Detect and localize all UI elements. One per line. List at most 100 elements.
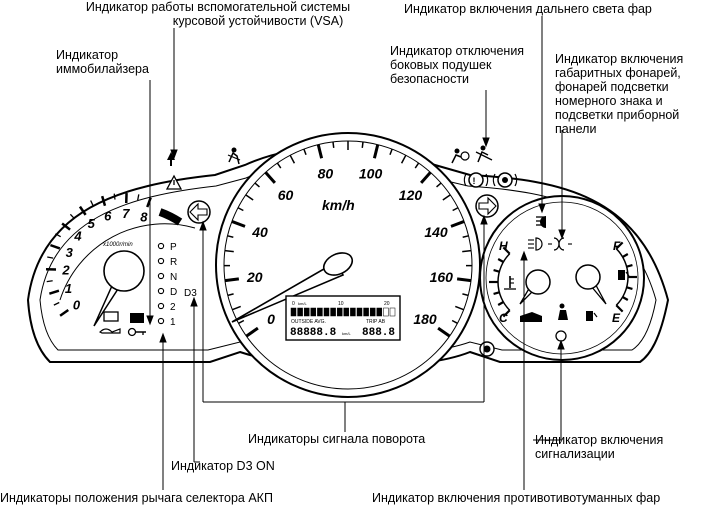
leader-lines bbox=[146, 16, 566, 490]
label-parking-lights-line6: панели bbox=[555, 122, 597, 136]
temp-gauge-tick bbox=[502, 246, 511, 255]
tachometer-tick bbox=[78, 205, 87, 216]
tachometer-tick bbox=[61, 222, 71, 231]
tachometer-hub bbox=[103, 250, 145, 292]
display-bar-segment bbox=[290, 307, 297, 317]
speedometer-tick bbox=[231, 220, 246, 228]
display-bar-segment bbox=[383, 307, 389, 317]
display-scale-0: 0 bbox=[292, 301, 295, 307]
parking-light-icon bbox=[548, 237, 572, 251]
speedometer-tick-label: 160 bbox=[430, 269, 454, 285]
tachometer-tick bbox=[69, 213, 75, 220]
fuel-gauge-arc bbox=[615, 248, 629, 306]
tachometer-tick-label: 6 bbox=[104, 208, 112, 223]
fuel-gauge-tick bbox=[615, 304, 624, 313]
temp-gauge-tick bbox=[493, 269, 500, 273]
speedometer-tick bbox=[227, 293, 234, 297]
gear-position-letter: 1 bbox=[170, 317, 176, 328]
fuel-gauge-full: F bbox=[613, 239, 621, 253]
multi-display: 0 km/L 10 20 OUTSIDE AVG. TRIP AB 88888.… bbox=[285, 295, 401, 341]
speedometer-tick bbox=[276, 162, 282, 169]
gear-d3-text: D3 bbox=[184, 288, 197, 299]
temp-gauge-arc bbox=[497, 253, 511, 311]
label-parking-lights-line1: Индикатор включения bbox=[555, 52, 684, 66]
temp-fuel-gauge: H C F E bbox=[479, 195, 645, 361]
label-immobilizer-line2: иммобилайзера bbox=[56, 62, 149, 76]
label-parking-lights-line4: номерного знака и bbox=[555, 94, 663, 108]
display-trip-label: TRIP AB bbox=[366, 319, 386, 325]
label-fog-lights: Индикатор включения противотивотуманных … bbox=[372, 491, 661, 505]
display-bar-segment bbox=[317, 307, 323, 317]
tachometer-tick-label: 7 bbox=[122, 206, 130, 221]
seat-icon bbox=[558, 303, 568, 320]
abs-warning-icon bbox=[492, 172, 518, 188]
label-vsa-line1: Индикатор работы вспомогательной системы bbox=[85, 0, 351, 14]
turn-signal-left-icon bbox=[187, 200, 211, 224]
speedometer-tick bbox=[372, 144, 380, 159]
speedometer-tick-label: 20 bbox=[246, 269, 263, 285]
label-parking-lights: Индикатор включения габаритных фонарей, … bbox=[555, 52, 683, 136]
display-scale-unit: km/L bbox=[298, 301, 307, 306]
fuel-pump-icon bbox=[618, 270, 630, 280]
speedometer-tick bbox=[316, 144, 324, 159]
tachometer-tick bbox=[46, 280, 53, 283]
high-beam-icon bbox=[536, 216, 546, 228]
display-odometer-unit: km/L bbox=[342, 331, 351, 336]
tachometer-tick bbox=[50, 243, 61, 250]
gear-position-dot bbox=[157, 242, 165, 250]
fuel-gauge-tick bbox=[615, 241, 624, 250]
speedometer-unit: km/h bbox=[322, 197, 355, 213]
display-bar-segment bbox=[323, 307, 330, 317]
alarm-indicator-icon bbox=[555, 330, 567, 342]
fuel-gauge-empty: E bbox=[612, 311, 621, 325]
gear-position-letter: N bbox=[170, 272, 177, 283]
temp-gauge-high: H bbox=[499, 239, 508, 253]
temp-gauge-scale bbox=[489, 246, 511, 318]
label-alarm-line2: сигнализации bbox=[535, 447, 615, 461]
display-bar-segment bbox=[363, 307, 369, 317]
speedometer-tick bbox=[451, 319, 458, 324]
display-scale-10: 10 bbox=[338, 301, 344, 307]
tachometer-tick bbox=[113, 193, 116, 200]
label-parking-lights-line3: фонарей подсветки bbox=[555, 80, 669, 94]
display-bar-segment bbox=[369, 307, 376, 317]
temp-gauge-cold: C bbox=[499, 311, 508, 325]
side-airbag-off-icon bbox=[475, 145, 493, 163]
gear-position-dot bbox=[157, 272, 165, 280]
gear-position-letter: R bbox=[170, 257, 177, 268]
label-airbag-off-line2: боковых подушек bbox=[390, 58, 492, 72]
tachometer-tick bbox=[59, 308, 70, 317]
label-alarm-line1: Индикатор включения bbox=[535, 433, 664, 447]
tachometer-tick bbox=[53, 301, 60, 306]
gear-position-letter: P bbox=[170, 242, 177, 253]
display-trip: 888.8 bbox=[362, 327, 395, 339]
trip-reset-knob-inner bbox=[483, 345, 491, 353]
display-odometer: 88888.8 bbox=[290, 327, 337, 339]
label-high-beam: Индикатор включения дальнего света фар bbox=[404, 2, 652, 16]
display-bar-segment bbox=[350, 307, 356, 317]
speedometer-tick bbox=[224, 277, 240, 283]
speedometer-tick bbox=[436, 182, 442, 188]
label-vsa: Индикатор работы вспомогательной системы… bbox=[68, 0, 368, 28]
coolant-temp-icon bbox=[504, 276, 516, 290]
tachometer-tick-label: 1 bbox=[65, 281, 72, 296]
speedometer-tick-label: 0 bbox=[267, 311, 275, 327]
speedometer-tick bbox=[254, 182, 260, 188]
speedometer-tick bbox=[361, 141, 364, 148]
gear-position-letter: 2 bbox=[170, 302, 176, 313]
speedometer-tick-label: 120 bbox=[399, 187, 423, 203]
speedometer-tick bbox=[420, 171, 432, 184]
display-bar-segment bbox=[330, 307, 336, 317]
label-alarm: Индикатор включения сигнализации bbox=[535, 433, 663, 461]
display-scale-20: 20 bbox=[384, 301, 390, 307]
speedometer-ticks bbox=[223, 141, 473, 338]
tachometer-tick-label: 2 bbox=[61, 263, 70, 278]
speedometer-tick-label: 180 bbox=[413, 311, 437, 327]
speedometer-tick bbox=[237, 207, 244, 212]
speedometer-tick bbox=[245, 326, 259, 338]
speedometer-tick bbox=[264, 171, 276, 184]
